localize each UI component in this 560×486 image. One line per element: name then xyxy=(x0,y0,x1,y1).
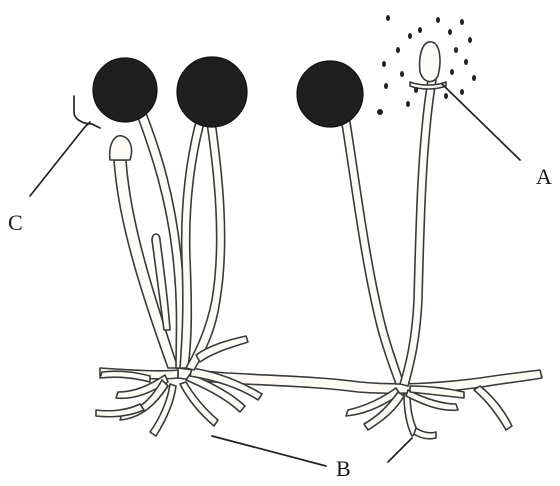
sporangiophore-3 xyxy=(180,114,206,368)
sporangiophore-a xyxy=(400,80,436,386)
leader-line-b-right xyxy=(388,438,412,462)
sporangiophore-5 xyxy=(340,110,404,384)
rhizoids-right xyxy=(346,386,464,439)
columella-c xyxy=(110,136,132,160)
leader-line-a xyxy=(442,84,520,160)
sporangium-c xyxy=(93,58,157,122)
leader-line-b-left xyxy=(212,436,326,466)
leader-line-c xyxy=(30,128,84,196)
columella-a xyxy=(420,42,440,82)
label-c: C xyxy=(8,212,23,234)
sporangium-middle xyxy=(177,57,247,127)
label-a: A xyxy=(536,166,552,188)
sporangium-right xyxy=(297,61,363,127)
label-b: B xyxy=(336,458,351,480)
stolon-end-right xyxy=(474,386,512,430)
